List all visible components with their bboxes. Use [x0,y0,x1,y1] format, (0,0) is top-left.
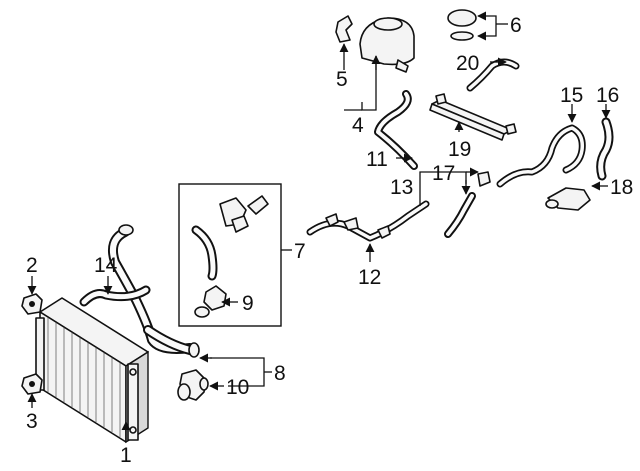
callout-18: 18 [610,176,633,199]
callout-9: 9 [242,292,254,315]
coolant-pipe-12 [306,200,430,242]
upper-radiator-hose [108,224,195,354]
reservoir-cap [447,9,477,41]
callout-1: 1 [120,444,132,467]
lower-radiator-hose [143,325,200,358]
hose-20 [466,58,520,92]
reservoir-bracket [335,15,353,43]
lower-radiator-mount [21,373,43,395]
callout-16: 16 [596,84,619,107]
pump-18 [545,187,591,211]
callout-4: 4 [352,114,364,137]
callout-12: 12 [358,266,381,289]
detail-box [178,183,282,327]
upper-radiator-mount [21,293,43,315]
coolant-flange-10 [177,369,209,401]
coolant-reservoir [359,17,415,73]
support-rail-19 [429,93,517,141]
callout-20: 20 [456,52,479,75]
callout-13: 13 [390,176,413,199]
callout-19: 19 [448,138,471,161]
callout-17: 17 [432,162,455,185]
hose-11 [374,90,418,170]
callout-6: 6 [510,14,522,37]
hose-14 [79,285,151,307]
callout-14: 14 [94,254,118,277]
callout-2: 2 [26,254,38,277]
callout-15: 15 [560,84,583,107]
callout-3: 3 [26,410,38,433]
callout-10: 10 [226,376,249,399]
hose-16 [596,117,614,181]
callout-7: 7 [294,240,306,263]
fitting-17 [477,171,491,187]
hose-13 [444,192,476,238]
coolant-pipe-15 [496,124,586,188]
callout-5: 5 [336,68,348,91]
callout-11: 11 [366,148,388,171]
callout-labels: 1 2 3 4 5 6 7 8 9 10 11 12 13 14 15 16 1… [26,14,633,467]
radiator [35,297,149,444]
leader-lines [27,11,611,440]
callout-8: 8 [274,362,286,385]
